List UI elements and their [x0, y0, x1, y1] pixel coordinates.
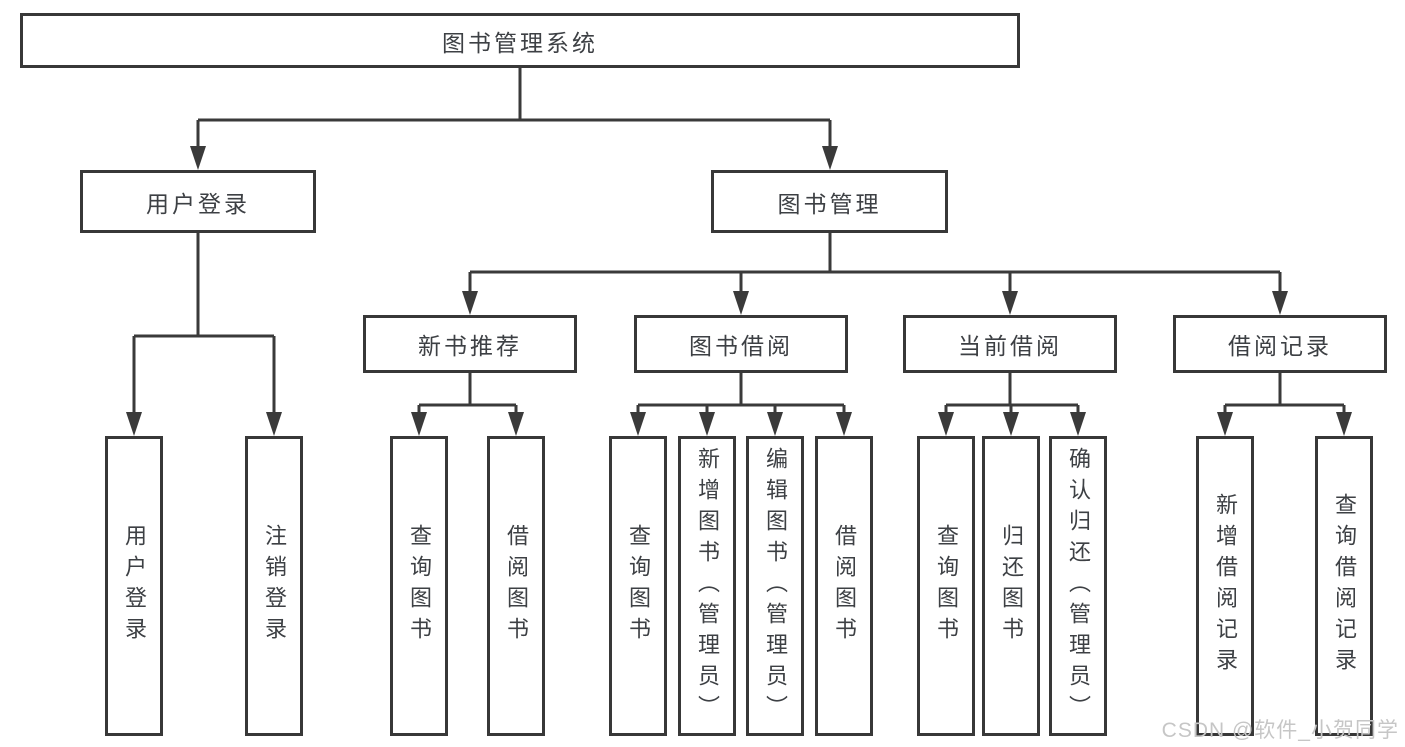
node-new-book-recommend: 新书推荐	[363, 315, 577, 373]
leaf-edit-books-admin: 编辑图书（管理员）	[746, 436, 804, 736]
node-user-login: 用户登录	[80, 170, 316, 233]
leaf-add-borrow-record-label: 新增借阅记录	[1213, 493, 1238, 679]
leaf-logout-label: 注销登录	[262, 524, 287, 648]
csdn-watermark: CSDN @软件_小贺同学	[1161, 719, 1399, 742]
leaf-borrow-books-recommend-label: 借阅图书	[504, 524, 529, 648]
node-book-management: 图书管理	[711, 170, 948, 233]
leaf-confirm-return-admin: 确认归还（管理员）	[1049, 436, 1107, 736]
leaf-user-login: 用户登录	[105, 436, 163, 736]
node-book-borrow-label: 图书借阅	[689, 333, 793, 359]
leaf-query-books-borrow: 查询图书	[609, 436, 667, 736]
leaf-add-borrow-record: 新增借阅记录	[1196, 436, 1254, 736]
node-user-login-label: 用户登录	[146, 190, 250, 217]
leaf-return-books: 归还图书	[982, 436, 1040, 736]
leaf-query-borrow-record: 查询借阅记录	[1315, 436, 1373, 736]
leaf-query-borrow-record-label: 查询借阅记录	[1332, 493, 1357, 679]
node-current-borrow: 当前借阅	[903, 315, 1117, 373]
leaf-borrow-books-label: 借阅图书	[832, 524, 857, 648]
node-current-borrow-label: 当前借阅	[958, 333, 1062, 359]
node-book-management-label: 图书管理	[777, 190, 882, 217]
node-new-book-recommend-label: 新书推荐	[418, 333, 522, 359]
leaf-logout: 注销登录	[245, 436, 303, 736]
leaf-borrow-books: 借阅图书	[815, 436, 873, 736]
leaf-add-books-admin: 新增图书（管理员）	[678, 436, 736, 736]
leaf-query-books-recommend-label: 查询图书	[407, 524, 432, 648]
leaf-query-books-current: 查询图书	[917, 436, 975, 736]
leaf-query-books-recommend: 查询图书	[390, 436, 448, 736]
leaf-edit-books-admin-label: 编辑图书（管理员）	[763, 446, 788, 726]
leaf-query-books-current-label: 查询图书	[934, 524, 959, 648]
node-library-system-label: 图书管理系统	[442, 29, 598, 56]
leaf-borrow-books-recommend: 借阅图书	[487, 436, 545, 736]
node-book-borrow: 图书借阅	[634, 315, 848, 373]
node-library-system: 图书管理系统	[20, 13, 1020, 68]
leaf-add-books-admin-label: 新增图书（管理员）	[695, 446, 720, 726]
leaf-query-books-borrow-label: 查询图书	[626, 524, 651, 648]
leaf-confirm-return-admin-label: 确认归还（管理员）	[1066, 446, 1091, 726]
node-borrow-records: 借阅记录	[1173, 315, 1387, 373]
leaf-user-login-label: 用户登录	[122, 524, 147, 648]
node-borrow-records-label: 借阅记录	[1228, 333, 1332, 359]
arrowheads	[126, 146, 1352, 436]
leaf-return-books-label: 归还图书	[999, 524, 1024, 648]
